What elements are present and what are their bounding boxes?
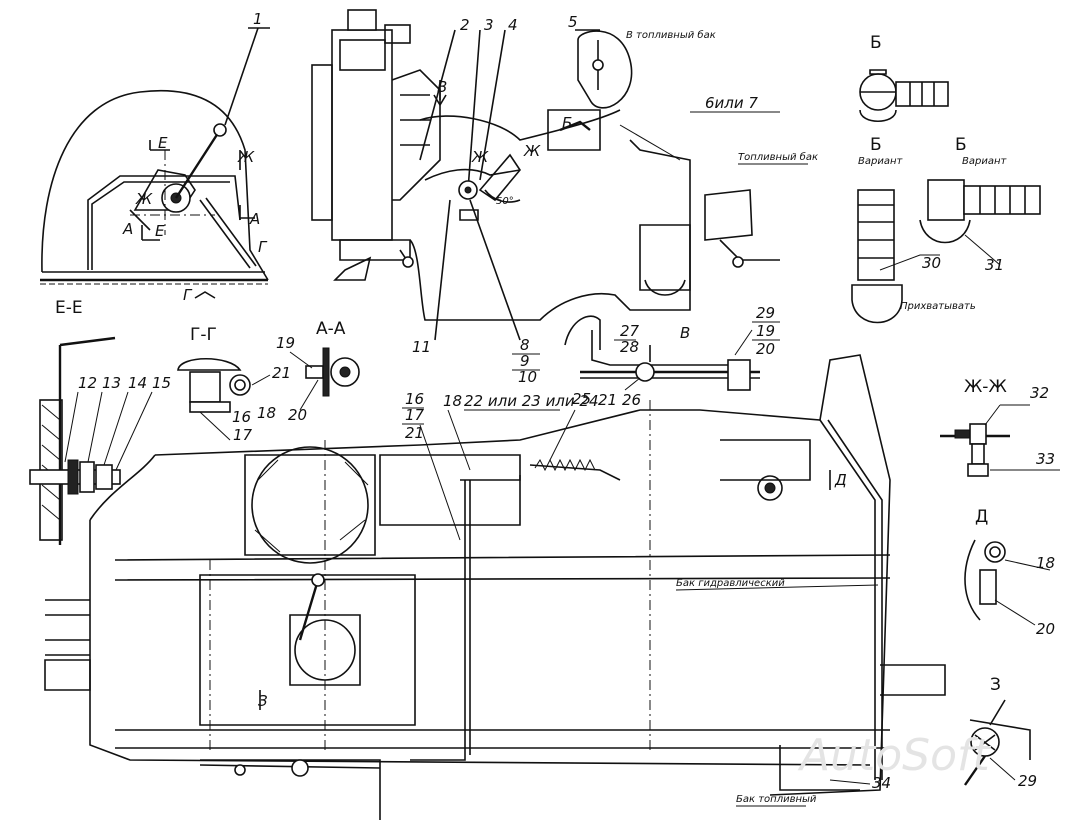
view-mark-v: В xyxy=(437,78,447,96)
label-variant-2: Вариант xyxy=(962,156,1008,167)
label-to-fuel-tank: В топливный бак xyxy=(626,29,716,41)
view-v-detail: В 27 28 29 19 20 xyxy=(564,304,780,391)
section-mark-a-right: А xyxy=(249,210,260,228)
engine-radiator-view: 2 3 4 5 В топливный бак В Б 6или 7 Топли… xyxy=(311,9,818,386)
section-zh-zh: Ж-Ж 32 33 xyxy=(940,377,1060,477)
callout-29: 29 xyxy=(756,304,775,322)
callout-29b: 29 xyxy=(1018,772,1037,790)
view-title-d: Д xyxy=(975,507,988,527)
callout-25: 25 xyxy=(572,390,591,408)
view-title-v: В xyxy=(680,324,690,342)
callout-30: 30 xyxy=(922,254,941,272)
label-angle-50: 50° xyxy=(496,196,514,207)
callout-17b: 17 xyxy=(405,406,425,424)
callout-14: 14 xyxy=(128,374,147,392)
callout-6-or-7: 6или 7 xyxy=(705,94,758,112)
callout-17a: 17 xyxy=(233,426,253,444)
callout-1: 1 xyxy=(253,10,263,28)
callout-21a: 21 xyxy=(272,364,291,382)
callout-34: 34 xyxy=(872,774,891,792)
callout-11: 11 xyxy=(412,338,431,356)
view-arrow-d: Д xyxy=(834,471,847,489)
label-fuel-tank: Топливный бак xyxy=(738,151,818,163)
callout-19a: 19 xyxy=(276,334,295,352)
label-hydraulic-tank: Бак гидравлический xyxy=(676,578,785,589)
callout-16a: 16 xyxy=(232,408,251,426)
section-mark-g-bottom: Г xyxy=(183,286,193,304)
callout-8: 8 xyxy=(520,336,530,354)
section-mark-e-bottom: Е xyxy=(155,222,165,240)
section-title-e-e: Е-Е xyxy=(55,298,83,318)
callout-3: 3 xyxy=(484,16,494,34)
section-g-g: Г-Г 21 16 18 17 xyxy=(177,325,291,444)
label-tighten: Прихватывать xyxy=(900,301,976,312)
callout-9: 9 xyxy=(520,352,530,370)
section-mark-zh-right: Ж xyxy=(237,148,255,166)
callout-16b: 16 xyxy=(405,390,424,408)
callout-21c: 21 xyxy=(598,391,617,409)
section-mark-e-top: Е xyxy=(158,134,168,152)
section-title-g-g: Г-Г xyxy=(190,325,217,345)
view-title-b-variant-1: Б xyxy=(870,135,882,155)
label-variant-1: Вариант xyxy=(858,156,904,167)
callout-2: 2 xyxy=(460,16,470,34)
callout-31: 31 xyxy=(985,256,1004,274)
callout-15: 15 xyxy=(152,374,171,392)
section-mark-a-left: А xyxy=(122,220,133,238)
view-z-detail: З 29 xyxy=(964,675,1037,790)
callout-12: 12 xyxy=(78,374,97,392)
callout-33: 33 xyxy=(1036,450,1055,468)
callout-19: 19 xyxy=(756,322,775,340)
callout-5: 5 xyxy=(568,13,578,31)
watermark: AutoSoft xyxy=(797,730,991,781)
callout-10: 10 xyxy=(518,368,537,386)
section-a-a: А-А 19 20 xyxy=(276,319,360,424)
section-mark-zh-3: Ж xyxy=(471,148,489,166)
callout-18b: 18 xyxy=(443,392,462,410)
view-b-detail: Б Б Вариант Б Вариант 30 31 Прихватывать xyxy=(851,33,1041,324)
callout-28: 28 xyxy=(620,338,639,356)
callout-4: 4 xyxy=(508,16,518,34)
view-arrow-z: З xyxy=(258,692,268,710)
bolt-detail: 12 13 14 15 xyxy=(29,336,171,545)
callout-21b: 21 xyxy=(405,424,424,442)
callout-27: 27 xyxy=(620,322,640,340)
callout-22-23-24: 22 или 23 или 24 xyxy=(464,392,599,410)
tractor-plan-view: З Д Бак гидравлический Бак топливный 34 … xyxy=(44,354,946,820)
callout-18c: 18 xyxy=(1036,554,1055,572)
view-mark-b: Б xyxy=(562,114,572,132)
callout-20c: 20 xyxy=(1036,620,1055,638)
view-title-z: З xyxy=(990,675,1001,695)
callout-20a: 20 xyxy=(288,406,307,424)
view-title-b-variant-2: Б xyxy=(955,135,967,155)
section-mark-zh-left: Ж xyxy=(135,190,153,208)
callout-18a: 18 xyxy=(257,404,276,422)
label-fuel-tank-bottom: Бак топливный xyxy=(736,794,817,805)
section-title-a-a: А-А xyxy=(316,319,346,339)
callout-32: 32 xyxy=(1030,384,1049,402)
callout-26: 26 xyxy=(622,391,641,409)
view-d-detail: Д 18 20 xyxy=(964,507,1055,638)
view-title-b: Б xyxy=(870,33,882,53)
section-e-e: 1 Е-Е Е Е Ж Ж А А Г Г xyxy=(40,10,270,318)
callout-20: 20 xyxy=(756,340,775,358)
section-mark-zh-4: Ж xyxy=(523,142,541,160)
section-mark-g-right: Г xyxy=(258,238,268,256)
callout-13: 13 xyxy=(102,374,121,392)
section-title-zh-zh: Ж-Ж xyxy=(964,377,1007,397)
